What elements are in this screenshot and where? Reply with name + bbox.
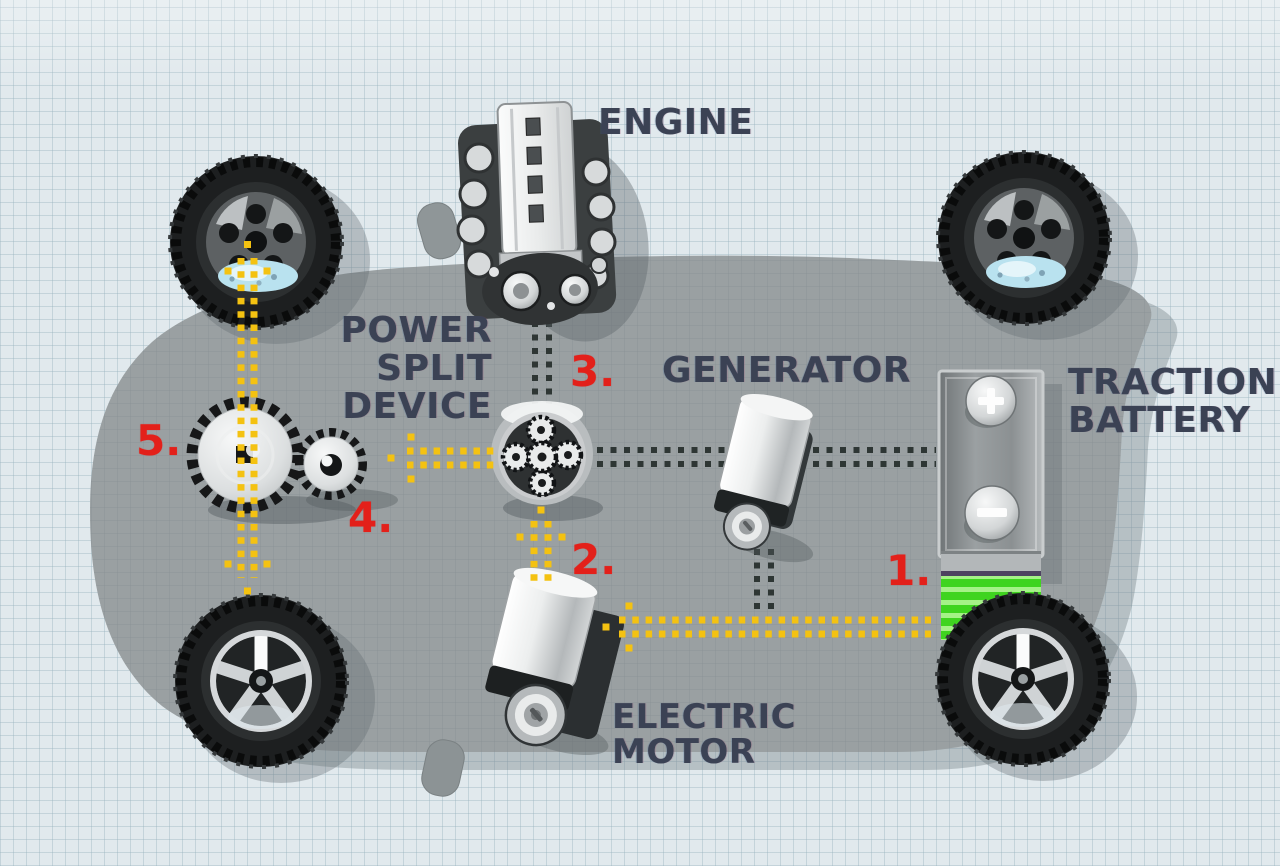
traction-battery-label-line2: BATTERY — [1068, 400, 1251, 441]
engine-label: ENGINE — [598, 102, 754, 143]
traction-battery-label-line1: TRACTION — [1068, 362, 1278, 403]
callout-5: 5. — [136, 416, 182, 465]
electric-motor-label: ELECTRIC MOTOR — [612, 700, 796, 770]
electric-motor-graphic — [485, 567, 624, 756]
generator-graphic — [714, 393, 814, 563]
callout-1: 1. — [886, 546, 932, 595]
callout-3: 3. — [570, 347, 616, 396]
engine-graphic — [456, 101, 649, 342]
power-split-device-label: POWER SPLIT DEVICE — [330, 312, 492, 426]
power-flow-arrows — [237, 258, 931, 638]
psd-label-line3: DEVICE — [342, 386, 492, 427]
small-gear — [295, 428, 367, 500]
traction-battery-graphic — [937, 369, 1062, 640]
electric-motor-label-line2: MOTOR — [612, 732, 756, 772]
power-split-device-graphic — [491, 401, 603, 521]
side-mirror-bottom — [421, 739, 465, 797]
engine-left-manifold — [456, 142, 495, 279]
traction-battery-label: TRACTION BATTERY — [1068, 364, 1277, 440]
psd-label-line1: POWER — [340, 310, 492, 351]
engine-valve-cover — [496, 101, 583, 272]
generator-label: GENERATOR — [662, 350, 912, 391]
callout-2: 2. — [571, 535, 617, 584]
electric-connection-lines — [532, 321, 936, 611]
electric-motor-label-line1: ELECTRIC — [612, 697, 797, 737]
battery-minus-terminal — [964, 485, 1020, 543]
car-body — [90, 202, 1152, 797]
battery-purple-line — [941, 571, 1041, 576]
battery-base-band — [941, 553, 1041, 572]
battery-plus-terminal — [965, 375, 1017, 428]
engine-accessory-drive — [482, 252, 608, 326]
side-mirror-top — [417, 202, 462, 260]
psd-label-line2: SPLIT — [376, 348, 492, 389]
callout-4: 4. — [348, 493, 394, 542]
power-flow-arrowheads — [224, 241, 633, 652]
